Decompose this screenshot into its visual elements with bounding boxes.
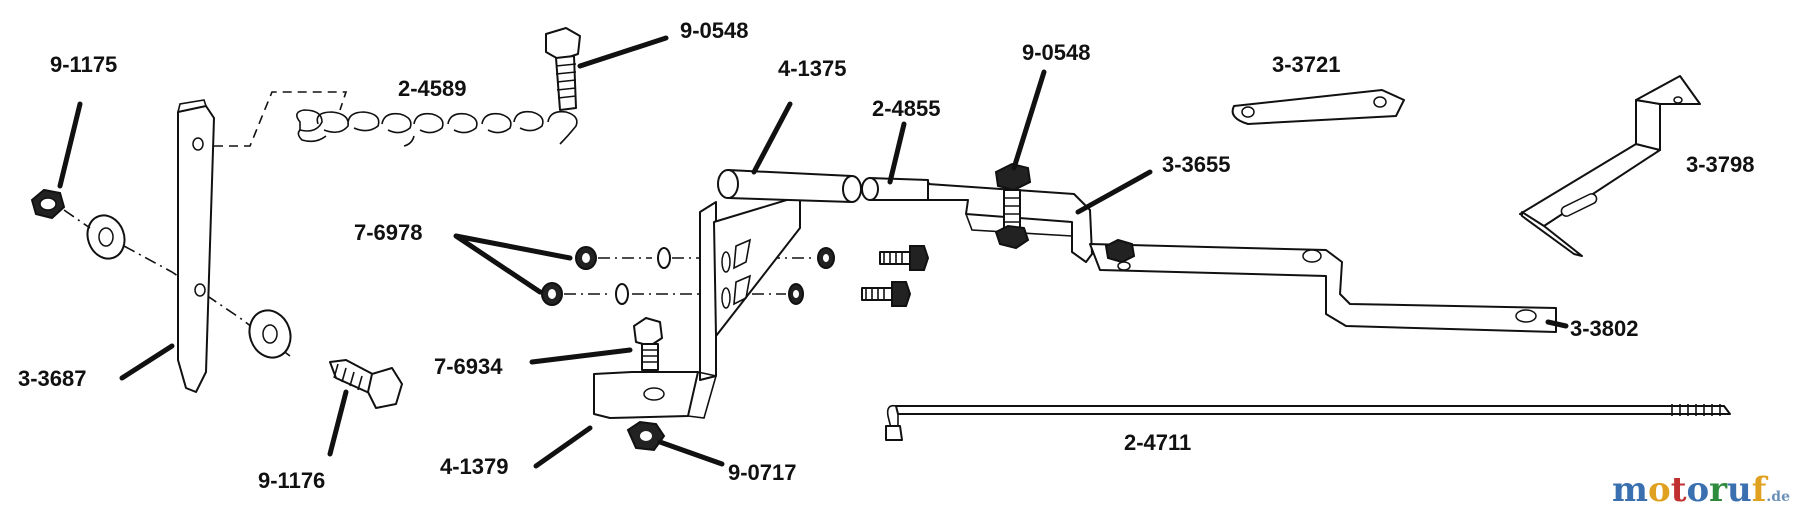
label-4-1379: 4-1379 xyxy=(440,454,509,479)
sleeve-2-4855 xyxy=(861,177,932,201)
watermark-letter: o xyxy=(1648,470,1671,510)
label-4-1375: 4-1375 xyxy=(778,56,847,81)
bracket-4-1379 xyxy=(593,195,801,419)
watermark-suffix: .de xyxy=(1766,489,1790,505)
label-3-3798: 3-3798 xyxy=(1686,152,1755,177)
watermark-letter: f xyxy=(1751,470,1767,510)
hex-nut-9-1175 xyxy=(30,188,66,220)
label-7-6934: 7-6934 xyxy=(434,354,503,379)
small-bolt-upper xyxy=(879,245,930,271)
label-9-0548-top: 9-0548 xyxy=(680,18,749,43)
watermark-letter: r xyxy=(1709,470,1728,510)
label-3-3721: 3-3721 xyxy=(1272,52,1341,77)
rod-2-4711 xyxy=(885,404,1731,441)
lever-3-3655 xyxy=(927,162,1093,263)
label-3-3687: 3-3687 xyxy=(18,366,87,391)
label-2-4855: 2-4855 xyxy=(872,96,941,121)
watermark-letters: motoruf xyxy=(1612,470,1766,510)
watermark-letter: u xyxy=(1727,470,1752,510)
link-3-3721 xyxy=(1231,89,1405,125)
bolt-7-6934 xyxy=(633,317,663,371)
bracket-3-3798 xyxy=(1519,75,1701,257)
washer-set-7-6978 xyxy=(541,246,835,306)
washer-left-bottom xyxy=(248,309,292,359)
label-9-0548-mid: 9-0548 xyxy=(1022,40,1091,65)
watermark-letter: o xyxy=(1686,470,1710,510)
label-9-1176: 9-1176 xyxy=(258,468,325,493)
label-3-3802: 3-3802 xyxy=(1570,316,1639,341)
watermark-letter: m xyxy=(1612,470,1649,510)
label-2-4711: 2-4711 xyxy=(1124,430,1191,455)
plate-3-3687 xyxy=(177,99,215,393)
washer-left-top xyxy=(86,214,126,260)
lever-3-3802 xyxy=(1089,238,1557,333)
nut-9-0717 xyxy=(626,420,666,452)
label-2-4589: 2-4589 xyxy=(398,76,467,101)
label-7-6978: 7-6978 xyxy=(354,220,423,245)
watermark-letter: t xyxy=(1670,470,1687,510)
label-9-1175: 9-1175 xyxy=(50,52,117,77)
leader-lines xyxy=(57,35,1569,469)
chain-2-4589 xyxy=(214,91,578,147)
part-labels: 9-1175 3-3687 9-1176 2-4589 9-0548 7-697… xyxy=(18,18,1755,493)
sleeve-4-1375 xyxy=(717,169,862,203)
label-9-0717: 9-0717 xyxy=(728,460,797,485)
watermark-logo: motoruf.de xyxy=(1612,470,1790,510)
small-bolt-lower xyxy=(861,281,912,307)
bolt-9-0548-top xyxy=(545,27,581,111)
bolt-9-1176 xyxy=(329,359,403,409)
label-3-3655: 3-3655 xyxy=(1162,152,1231,177)
